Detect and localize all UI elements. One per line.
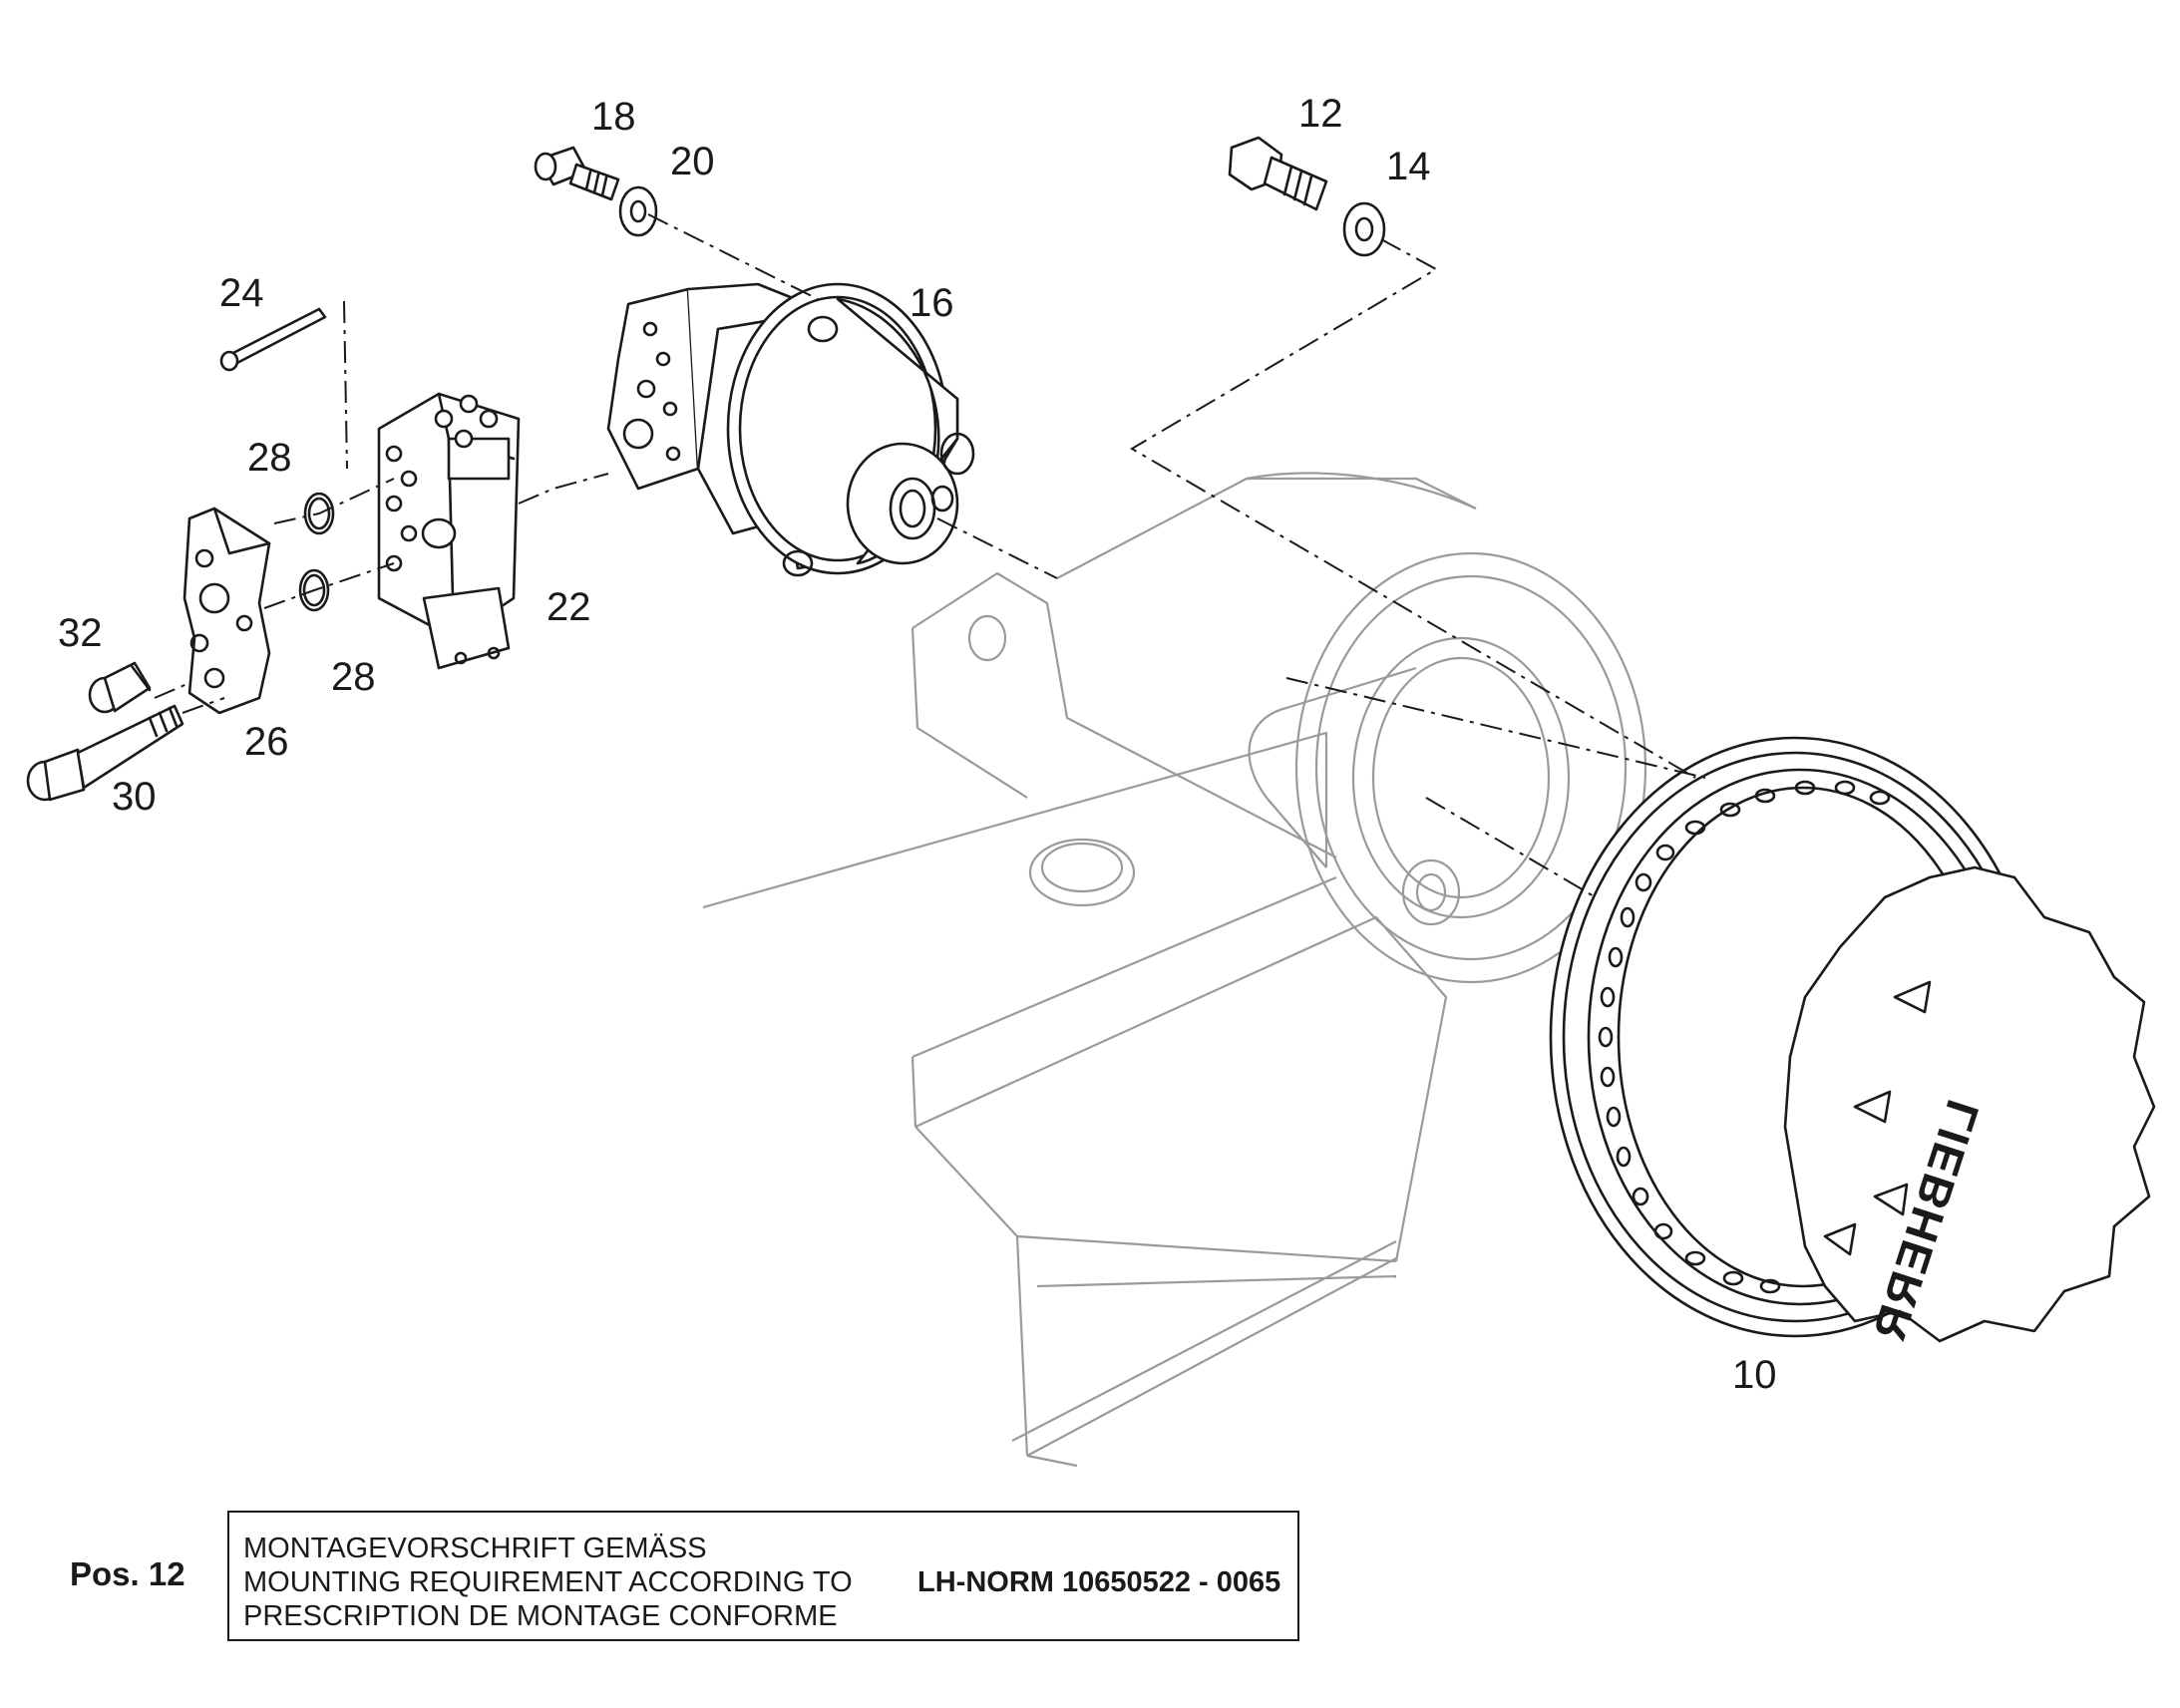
axle-housing	[702, 472, 1647, 1468]
bolt-12	[1228, 136, 1328, 211]
note-line-french: PRESCRIPTION DE MONTAGE CONFORME	[243, 1600, 838, 1632]
final-drive: LIEBHERR	[1549, 736, 2156, 1348]
label-part-26: 26	[244, 720, 289, 764]
washer-14	[1342, 201, 1386, 257]
bolt-32	[88, 661, 152, 714]
hydraulic-motor	[606, 282, 975, 577]
valve-block	[377, 392, 521, 670]
label-part-24: 24	[219, 271, 264, 315]
assembly-lines	[154, 213, 1706, 898]
label-part-20: 20	[670, 140, 715, 183]
label-part-28-lower: 28	[331, 655, 376, 699]
bolt-circle	[1598, 780, 1891, 1294]
mounting-requirement-box: MONTAGEVORSCHRIFT GEMÄSS MOUNTING REQUIR…	[227, 1511, 1299, 1641]
washer-20	[618, 185, 658, 237]
label-part-16: 16	[909, 281, 954, 325]
note-line-english: MOUNTING REQUIREMENT ACCORDING TO	[243, 1566, 853, 1598]
label-part-10: 10	[1732, 1353, 1777, 1397]
note-line-german: MONTAGEVORSCHRIFT GEMÄSS	[243, 1533, 707, 1564]
label-part-14: 14	[1386, 145, 1431, 188]
label-part-18: 18	[591, 95, 636, 139]
bolt-18	[534, 146, 620, 201]
note-position-label: Pos. 12	[70, 1555, 185, 1592]
label-part-28-upper: 28	[247, 436, 292, 480]
label-part-22: 22	[546, 585, 591, 629]
label-part-12: 12	[1298, 92, 1343, 136]
note-standard-reference: LH-NORM 10650522 - 0065	[917, 1566, 1281, 1598]
bolt-24	[219, 307, 327, 372]
label-part-30: 30	[112, 775, 157, 819]
bolt-30	[26, 704, 184, 802]
label-part-32: 32	[58, 611, 103, 655]
o-rings	[298, 492, 335, 612]
adapter-plate	[182, 507, 271, 715]
